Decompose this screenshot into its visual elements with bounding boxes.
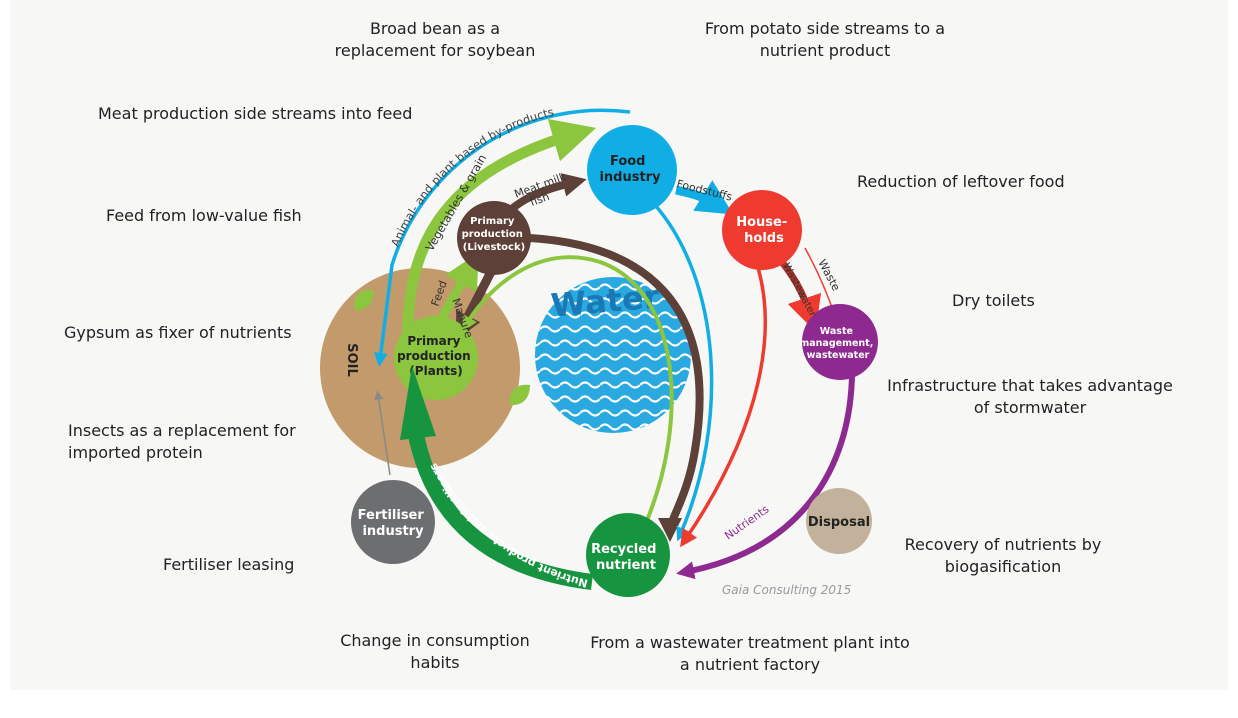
livestock-node <box>457 201 531 275</box>
byproducts-arrow <box>373 108 631 367</box>
vegetables-grain-arrow <box>402 118 597 343</box>
food-industry-label: Food industry <box>599 154 661 185</box>
credit-text: Gaia Consulting 2015 <box>722 583 851 597</box>
plants-label: Primary production (Plants) <box>397 334 475 378</box>
label-infrastructure: Infrastructure that takes advantage of s… <box>887 376 1173 417</box>
households-node <box>722 190 802 270</box>
recycled-nutrient-label: Recycled nutrient <box>591 542 661 573</box>
food-industry-node <box>587 125 677 215</box>
label-insects: Insects as a replacement for imported pr… <box>68 421 296 462</box>
households-label: House- holds <box>736 215 792 246</box>
disposal-node <box>806 488 872 554</box>
fertiliser-industry-label: Fertiliser industry <box>358 508 429 539</box>
nutrient-products-arrow <box>407 428 593 590</box>
leaf-icon <box>509 384 530 406</box>
livestock-label: Primary production (Livestock) <box>462 216 527 253</box>
label-meat-side-streams: Meat production side streams into feed <box>98 104 413 123</box>
wastewater-flow-label: Wastewater <box>780 261 818 319</box>
meat-milk-flow-label: Meat,milk fish <box>513 169 576 213</box>
water-circle <box>535 277 691 433</box>
label-feed-fish: Feed from low-value fish <box>106 206 302 225</box>
label-broad-bean: Broad bean as a replacement for soybean <box>334 19 536 60</box>
label-wastewater-plant: From a wastewater treatment plant into a… <box>590 633 910 674</box>
nutrients-arrow <box>676 374 855 580</box>
leaf-icon <box>354 289 374 311</box>
nutrient-products-arrowhead <box>400 366 436 440</box>
waste-management-node <box>802 304 878 380</box>
label-dry-toilets: Dry toilets <box>952 291 1035 310</box>
recycled-nutrient-node <box>586 513 670 597</box>
label-leftover-food: Reduction of leftover food <box>857 172 1065 191</box>
soil-label: SOIL <box>344 343 359 377</box>
label-gypsum: Gypsum as fixer of nutrients <box>64 323 292 342</box>
wastewater-arrow <box>779 259 822 332</box>
livestock-recycled-arrow <box>529 234 704 542</box>
foodstuffs-arrow <box>675 180 734 215</box>
fertiliser-industry-node <box>351 480 435 564</box>
label-fertiliser-leasing: Fertiliser leasing <box>163 555 295 574</box>
water-plants-arrow <box>462 255 674 526</box>
label-recovery: Recovery of nutrients by biogasification <box>904 535 1102 576</box>
water-label: Water <box>549 277 661 324</box>
label-consumption: Change in consumption habits <box>340 631 530 672</box>
label-potato: From potato side streams to a nutrient p… <box>704 19 946 60</box>
waste-management-label: Waste management, wastewater <box>799 326 876 361</box>
fertiliser-soil-arrow <box>374 390 391 476</box>
nutrients-flow-label: Nutrients <box>722 502 771 542</box>
households-recycled-arrow <box>680 257 767 548</box>
food-recycled-arrow <box>653 203 714 542</box>
disposal-label: Disposal <box>808 515 870 530</box>
